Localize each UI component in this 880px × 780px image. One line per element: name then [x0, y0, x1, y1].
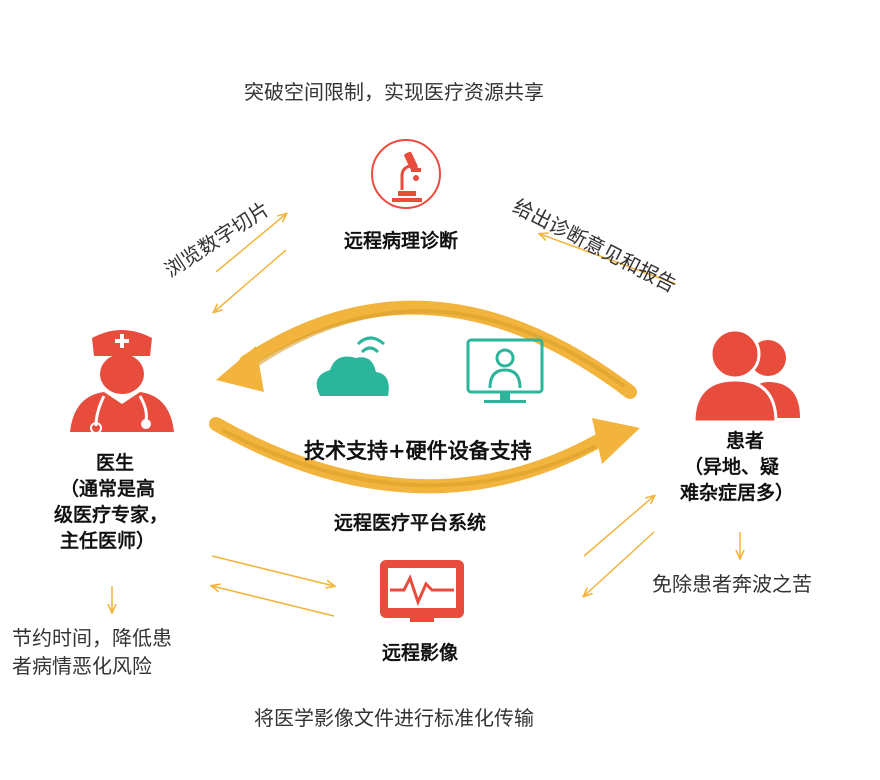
- microscope-icon: [371, 139, 441, 209]
- ecg-monitor-icon: [380, 560, 464, 622]
- top-caption: 突破空间限制，实现医疗资源共享: [244, 80, 544, 104]
- center-label: 技术支持+硬件设备支持: [304, 439, 532, 463]
- bottom-caption: 将医学影像文件进行标准化传输: [254, 706, 534, 730]
- platform-label: 远程医疗平台系统: [334, 512, 487, 534]
- connector-arrows: [112, 214, 740, 617]
- cloud-wifi-icon: [316, 336, 389, 396]
- pathology-label: 远程病理诊断: [344, 230, 459, 252]
- patient-benefit: 免除患者奔波之苦: [652, 572, 812, 596]
- doctor-icon: [70, 330, 174, 434]
- patients-icon: [692, 328, 800, 424]
- cycle-arrows: [209, 300, 640, 494]
- imaging-label: 远程影像: [382, 642, 459, 664]
- video-consult-screen-icon: [466, 338, 544, 403]
